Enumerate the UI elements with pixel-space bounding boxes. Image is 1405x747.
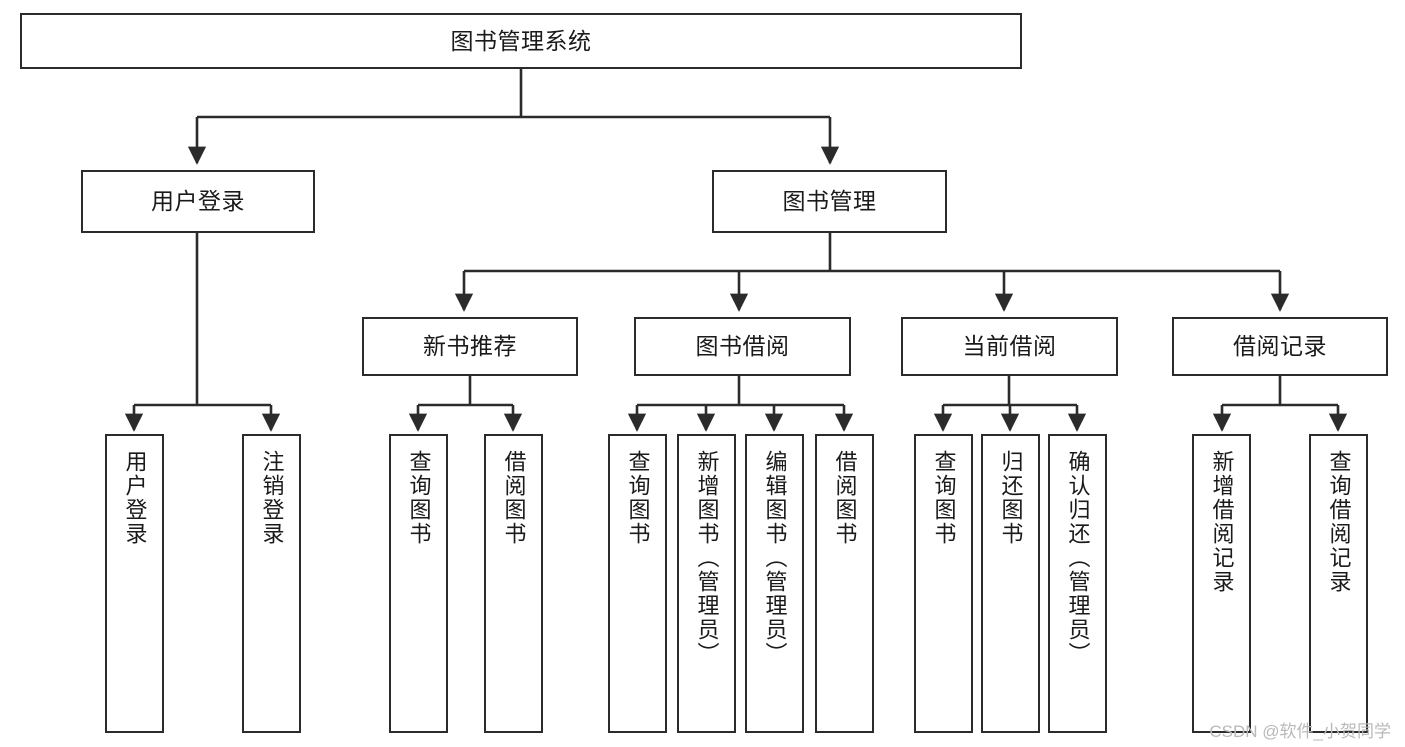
- node-new-book-recommend[interactable]: 新书推荐: [362, 317, 578, 376]
- node-user-login-label: 用户登录: [151, 188, 245, 215]
- node-borrow-record-label: 借阅记录: [1233, 333, 1327, 360]
- node-current-borrow[interactable]: 当前借阅: [901, 317, 1118, 376]
- node-leaf-user-login[interactable]: 用户登录: [105, 434, 164, 733]
- node-leaf-user-login-label: 用户登录: [122, 450, 148, 546]
- node-book-borrow[interactable]: 图书借阅: [634, 317, 851, 376]
- node-borrow-record[interactable]: 借阅记录: [1172, 317, 1388, 376]
- node-leaf-query-record[interactable]: 查询借阅记录: [1309, 434, 1368, 733]
- node-leaf-edit-book[interactable]: 编辑图书（管理员）: [745, 434, 804, 733]
- node-leaf-add-book-label: 新增图书（管理员）: [694, 450, 720, 666]
- node-leaf-logout-login-label: 注销登录: [259, 450, 285, 546]
- node-leaf-add-record[interactable]: 新增借阅记录: [1192, 434, 1251, 733]
- node-current-borrow-label: 当前借阅: [962, 333, 1057, 360]
- node-leaf-borrow-book-1-label: 借阅图书: [501, 450, 527, 546]
- node-leaf-confirm-return[interactable]: 确认归还（管理员）: [1048, 434, 1107, 733]
- node-leaf-add-record-label: 新增借阅记录: [1209, 450, 1235, 594]
- node-leaf-query-book-2-label: 查询图书: [625, 450, 651, 546]
- node-leaf-edit-book-label: 编辑图书（管理员）: [762, 450, 788, 666]
- node-leaf-query-book-3[interactable]: 查询图书: [914, 434, 973, 733]
- node-leaf-borrow-book-2[interactable]: 借阅图书: [815, 434, 874, 733]
- node-leaf-query-book-3-label: 查询图书: [931, 450, 957, 546]
- node-new-book-recommend-label: 新书推荐: [423, 333, 517, 360]
- node-root[interactable]: 图书管理系统: [20, 13, 1022, 69]
- node-leaf-query-book-1[interactable]: 查询图书: [389, 434, 448, 733]
- node-leaf-query-book-2[interactable]: 查询图书: [608, 434, 667, 733]
- node-leaf-return-book-label: 归还图书: [998, 450, 1024, 546]
- node-leaf-query-record-label: 查询借阅记录: [1326, 450, 1352, 594]
- csdn-watermark: CSDN @软件_小贺同学: [1209, 722, 1391, 741]
- node-book-manage-label: 图书管理: [782, 188, 877, 215]
- node-book-manage[interactable]: 图书管理: [712, 170, 947, 233]
- node-leaf-confirm-return-label: 确认归还（管理员）: [1065, 450, 1091, 666]
- node-leaf-borrow-book-1[interactable]: 借阅图书: [484, 434, 543, 733]
- node-leaf-query-book-1-label: 查询图书: [406, 450, 432, 546]
- node-leaf-logout-login[interactable]: 注销登录: [242, 434, 301, 733]
- node-book-borrow-label: 图书借阅: [695, 333, 790, 360]
- node-user-login[interactable]: 用户登录: [81, 170, 315, 233]
- node-leaf-borrow-book-2-label: 借阅图书: [832, 450, 858, 546]
- node-leaf-return-book[interactable]: 归还图书: [981, 434, 1040, 733]
- node-root-label: 图书管理系统: [450, 27, 592, 54]
- node-leaf-add-book[interactable]: 新增图书（管理员）: [677, 434, 736, 733]
